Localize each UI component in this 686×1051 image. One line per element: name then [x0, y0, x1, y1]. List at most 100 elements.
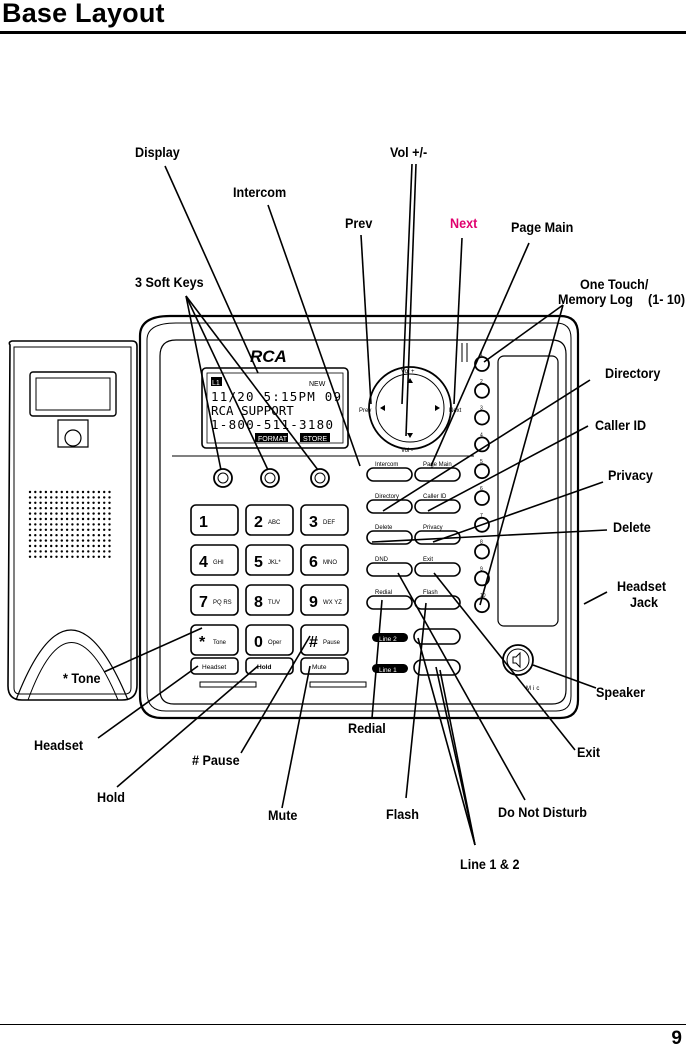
grille-dot [81, 555, 85, 558]
callout-headset-jack-1: Headset [617, 578, 667, 594]
keypad-key[interactable] [300, 584, 349, 616]
keypad-key[interactable] [245, 624, 294, 656]
callout-next: Next [450, 215, 478, 231]
keypad-key[interactable] [190, 504, 239, 536]
func-key-delete[interactable] [366, 530, 413, 545]
callout-one-touch: One Touch/ [580, 276, 649, 292]
memory-key[interactable] [474, 409, 490, 426]
memory-key[interactable] [474, 570, 490, 587]
grille-dot [87, 490, 90, 494]
memory-key[interactable] [474, 490, 490, 506]
grille-dot [55, 517, 58, 521]
grille-dot [44, 544, 48, 548]
grille-dot [28, 507, 32, 510]
grille-dot [39, 490, 42, 494]
grille-dot [39, 550, 42, 553]
grille-dot [92, 496, 95, 499]
keypad-key[interactable] [245, 584, 294, 616]
grille-dot [65, 512, 69, 515]
speaker-button[interactable]: Mic [502, 644, 541, 692]
soft-key-3[interactable] [310, 468, 330, 488]
func-key-redial[interactable] [366, 595, 413, 610]
grille-dot [92, 501, 95, 504]
grille-dot [60, 555, 63, 558]
grille-dot [28, 512, 32, 515]
navigation-wheel[interactable]: Vol + Vol - Prev Next [359, 366, 462, 454]
keypad-key[interactable] [300, 624, 349, 656]
func-key-dnd[interactable] [366, 562, 413, 577]
func-key-exit[interactable] [414, 562, 461, 577]
grille-dot [55, 528, 58, 531]
grille-dot [108, 555, 111, 558]
grille-dot [71, 501, 74, 504]
grille-dot [65, 517, 69, 521]
grille-dot [71, 496, 74, 499]
grille-dot [44, 512, 48, 515]
memory-key[interactable] [474, 463, 490, 480]
grille-dot [76, 501, 79, 504]
callout-directory: Directory [605, 365, 661, 381]
memory-key[interactable] [474, 382, 490, 399]
grille-dot [65, 555, 69, 558]
line-keys[interactable]: Line 2 Line 1 [372, 628, 461, 676]
grille-dot [50, 550, 53, 553]
grille-dot [50, 544, 53, 548]
grille-dot [108, 517, 111, 521]
grille-dot [65, 501, 69, 504]
func-key-caller-id[interactable] [414, 499, 461, 514]
grille-dot [34, 544, 37, 548]
grille-dot [50, 490, 53, 494]
memory-key[interactable] [474, 543, 490, 560]
headset-button[interactable] [190, 657, 239, 675]
keypad-digit: * [199, 634, 206, 651]
keypad-letters: Oper [268, 640, 281, 646]
func-key-directory[interactable] [366, 499, 413, 514]
grille-dot [81, 528, 85, 531]
grille-dot [50, 523, 53, 526]
keypad-key[interactable] [245, 504, 294, 536]
memory-key-number: 7 [480, 513, 483, 519]
grille-dot [60, 512, 63, 515]
grille-dot [103, 534, 106, 537]
title-rule [0, 31, 686, 34]
grille-dot [28, 550, 32, 553]
callout-do-not-disturb: Do Not Disturb [498, 804, 587, 820]
keypad-digit: 2 [254, 514, 263, 531]
lcd-row-2: RCA SUPPORT [211, 403, 294, 418]
keypad-key[interactable] [300, 504, 349, 536]
keypad-digit: 5 [254, 554, 263, 571]
keypad-key[interactable] [190, 544, 239, 576]
grille-dot [81, 507, 85, 510]
memory-key[interactable] [474, 516, 490, 533]
grille-dot [28, 517, 32, 521]
grille-dot [60, 539, 63, 542]
mute-button[interactable] [300, 657, 349, 675]
grille-dot [76, 523, 79, 526]
keypad-digit: 4 [199, 554, 208, 571]
grille-dot [60, 523, 63, 526]
grille-dot [87, 544, 90, 548]
callout-pause: # Pause [192, 752, 240, 768]
grille-dot [34, 507, 37, 510]
keypad-key[interactable] [300, 544, 349, 576]
soft-key-1[interactable] [213, 468, 233, 488]
grille-dot [28, 496, 32, 499]
grille-dot [39, 517, 42, 521]
func-key-page-main[interactable] [414, 467, 461, 482]
grille-dot [39, 512, 42, 515]
keypad-key[interactable] [190, 624, 239, 656]
grille-dot [108, 539, 111, 542]
keypad-key[interactable] [245, 544, 294, 576]
func-key-intercom[interactable] [366, 467, 413, 482]
grille-dot [87, 523, 90, 526]
soft-key-2[interactable] [260, 468, 280, 488]
keypad-key[interactable] [190, 584, 239, 616]
callout-privacy: Privacy [608, 467, 653, 483]
memory-key-number: 1 [480, 352, 483, 358]
grille-dot [50, 528, 53, 531]
soft-keys[interactable] [213, 468, 330, 488]
